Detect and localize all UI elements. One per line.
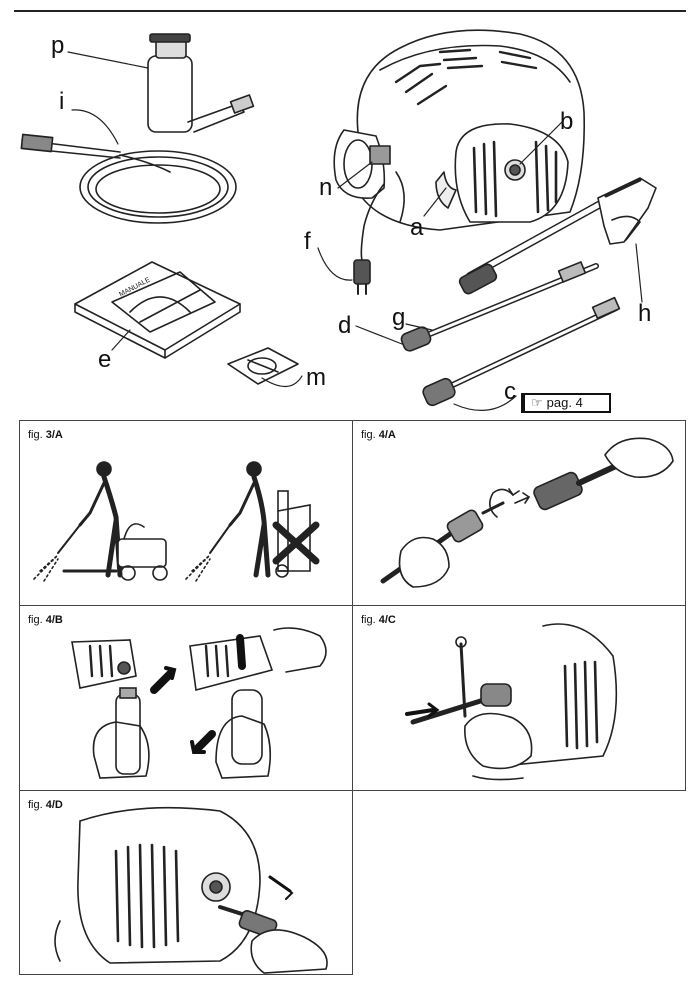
figure-caption: fig. 4/B	[28, 614, 63, 626]
pointing-hand-icon: ☞	[531, 395, 543, 410]
label-b: b	[560, 108, 574, 135]
label-leaders	[67, 51, 643, 411]
figure-4b-drawing	[71, 627, 327, 779]
figure-4b: fig. 4/B	[19, 605, 353, 791]
manual-booklet	[74, 261, 241, 359]
parts-overview: p i n b f a g d h e m c MANUALE ☞ pag. 4	[0, 12, 698, 420]
spray-gun	[458, 177, 657, 295]
figure-3a: fig. 3/A	[19, 420, 353, 606]
figure-4c-drawing	[405, 623, 618, 781]
detergent-bottle	[147, 33, 255, 133]
parts-drawing	[20, 29, 657, 411]
page-reference: ☞ pag. 4	[521, 393, 611, 413]
label-h: h	[638, 300, 652, 327]
page-reference-text: pag. 4	[546, 395, 583, 410]
lance-g	[400, 261, 599, 352]
label-e: e	[98, 346, 112, 373]
label-a: a	[410, 214, 424, 241]
figure-caption: fig. 4/C	[361, 614, 396, 626]
label-c: c	[504, 378, 516, 405]
small-bag	[227, 347, 299, 385]
label-g: g	[392, 304, 406, 331]
figure-4c: fig. 4/C	[352, 605, 686, 791]
label-n: n	[319, 174, 333, 201]
figure-grid: fig. 3/A	[19, 420, 686, 975]
label-p: p	[51, 32, 65, 59]
hose-coil	[20, 133, 237, 224]
top-rule	[14, 10, 686, 12]
figure-caption: fig. 3/A	[28, 429, 63, 441]
figure-caption: fig. 4/D	[28, 799, 63, 811]
label-f: f	[304, 228, 311, 255]
label-d: d	[338, 312, 352, 339]
figure-4d-drawing	[54, 806, 328, 974]
label-m: m	[306, 364, 326, 391]
figure-4a: fig. 4/A	[352, 420, 686, 606]
figure-caption: fig. 4/A	[361, 429, 396, 441]
figure-4d: fig. 4/D	[19, 790, 353, 975]
label-i: i	[59, 88, 65, 115]
machine-body	[333, 29, 586, 231]
figure-3a-drawing	[33, 461, 320, 582]
power-cord	[353, 183, 385, 295]
lance-c	[422, 296, 621, 407]
figure-4a-drawing	[380, 437, 674, 588]
